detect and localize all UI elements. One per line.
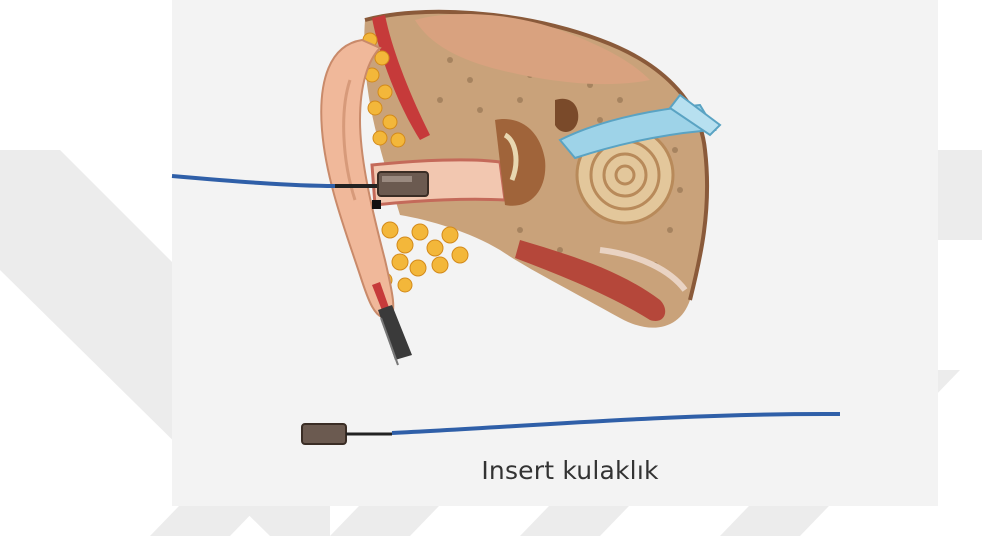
figure-caption: Insert kulaklık [420, 456, 720, 485]
